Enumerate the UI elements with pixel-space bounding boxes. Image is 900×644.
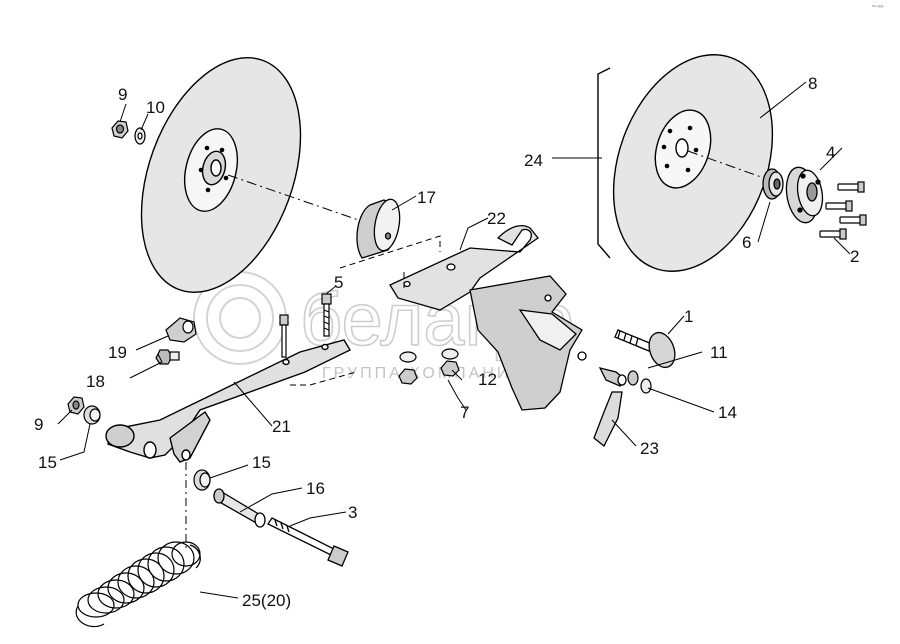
callout-6: 6 (742, 233, 751, 252)
callout-23: 23 (640, 439, 659, 458)
callout-8: 8 (808, 74, 817, 93)
watermark-subtitle: ГРУППА КОМПАНИЙ (322, 363, 526, 382)
bushing-15-center (193, 469, 211, 491)
bolt-1 (614, 329, 676, 369)
arm-21 (105, 339, 351, 463)
callout-4: 4 (826, 143, 835, 162)
sleeve-16 (213, 488, 266, 528)
hook-bracket-22 (389, 224, 539, 311)
nut-9-top (111, 120, 129, 139)
callout-24: 24 (524, 151, 543, 170)
callout-labels: 9 10 17 22 24 8 4 6 2 5 1 11 12 7 14 23 … (34, 74, 859, 610)
callout-5: 5 (334, 273, 343, 292)
hub-4 (785, 166, 824, 224)
callout-21: 21 (272, 417, 291, 436)
corner-mark: °° ⁰⁰⁰ (872, 5, 883, 11)
callout-18: 18 (86, 372, 105, 391)
bolts-2 (819, 181, 867, 240)
callout-1: 1 (684, 307, 693, 326)
callout-15-left: 15 (38, 453, 57, 472)
callout-10: 10 (146, 98, 165, 117)
callout-22: 22 (487, 209, 506, 228)
callout-2: 2 (850, 247, 859, 266)
bolt-3 (267, 517, 349, 567)
bolt-5-right (321, 293, 332, 337)
lever-23 (593, 367, 627, 448)
callout-14: 14 (718, 403, 737, 422)
left-disc (140, 57, 302, 293)
fitting-18 (155, 349, 180, 365)
callout-9-bottom: 9 (34, 415, 43, 434)
axis-line-right (687, 150, 779, 184)
callout-9-top: 9 (118, 85, 127, 104)
callout-16: 16 (306, 479, 325, 498)
bolt-5-left (279, 314, 289, 358)
leader-lines (57, 81, 851, 599)
callout-12: 12 (478, 370, 497, 389)
callout-19: 19 (108, 343, 127, 362)
construction-lines (290, 235, 441, 386)
callout-17: 17 (417, 188, 436, 207)
bushing-15-left (83, 405, 101, 425)
spring-25 (75, 541, 201, 628)
roller-17 (356, 198, 401, 259)
fitting-19 (165, 317, 197, 343)
scraper-body (469, 275, 587, 411)
callout-15-center: 15 (252, 453, 271, 472)
callout-3: 3 (348, 503, 357, 522)
bearing-6 (762, 168, 784, 200)
callout-7: 7 (460, 403, 469, 422)
right-disc (612, 54, 774, 272)
washer-11-14 (627, 370, 652, 394)
washer-10 (134, 127, 146, 145)
bracket-24 (597, 67, 611, 259)
callout-11: 11 (710, 343, 728, 362)
callout-25: 25(20) (242, 591, 291, 610)
axis-line-left (227, 174, 371, 225)
